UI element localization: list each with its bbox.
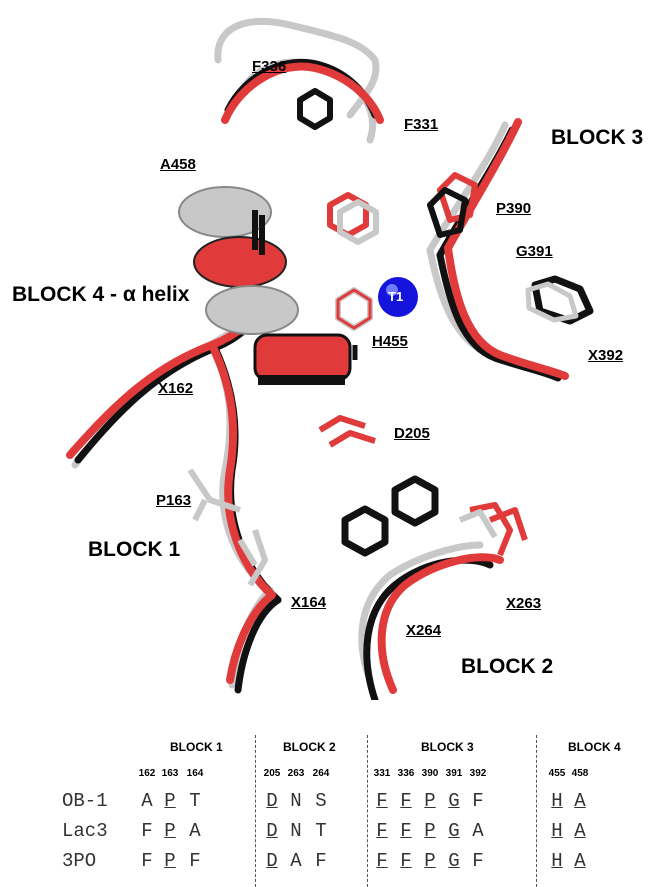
- residue-cell: D: [261, 820, 283, 842]
- residue-cell: F: [136, 850, 158, 872]
- residue-label-a458: A458: [160, 156, 196, 173]
- structure-figure: F336 F331 A458 P390 G391 T1 H455 X392 X1…: [0, 0, 655, 700]
- residue-label-x164: X164: [291, 594, 326, 611]
- sequence-name: OB-1: [62, 790, 108, 812]
- block-separator: [536, 735, 537, 887]
- residue-cell: D: [261, 850, 283, 872]
- block2-label: BLOCK 2: [461, 655, 553, 679]
- residue-cell: F: [395, 850, 417, 872]
- residue-cell: P: [419, 820, 441, 842]
- position-number: 392: [467, 768, 489, 779]
- position-number: 455: [546, 768, 568, 779]
- position-number: 391: [443, 768, 465, 779]
- residue-label-g391: G391: [516, 243, 553, 260]
- residue-cell: A: [569, 790, 591, 812]
- residue-cell: F: [395, 790, 417, 812]
- residue-cell: F: [136, 820, 158, 842]
- position-number: 263: [285, 768, 307, 779]
- t1-label: T1: [388, 289, 403, 304]
- residue-cell: F: [371, 850, 393, 872]
- residue-cell: T: [310, 820, 332, 842]
- residue-cell: G: [443, 820, 465, 842]
- residue-cell: P: [419, 790, 441, 812]
- residue-cell: F: [467, 790, 489, 812]
- residue-cell: A: [285, 850, 307, 872]
- residue-cell: A: [569, 820, 591, 842]
- residue-cell: A: [136, 790, 158, 812]
- position-number: 205: [261, 768, 283, 779]
- residue-cell: N: [285, 820, 307, 842]
- residue-cell: P: [159, 850, 181, 872]
- sequence-name: Lac3: [62, 820, 108, 842]
- residue-cell: H: [546, 820, 568, 842]
- table-block-header: BLOCK 1: [170, 740, 223, 754]
- residue-cell: H: [546, 790, 568, 812]
- sequence-name: 3PO: [62, 850, 96, 872]
- position-number: 331: [371, 768, 393, 779]
- position-number: 336: [395, 768, 417, 779]
- block-separator: [255, 735, 256, 887]
- position-number: 458: [569, 768, 591, 779]
- residue-cell: F: [310, 850, 332, 872]
- block-separator: [367, 735, 368, 887]
- residue-cell: F: [395, 820, 417, 842]
- residue-cell: P: [159, 790, 181, 812]
- residue-cell: T: [184, 790, 206, 812]
- position-number: 163: [159, 768, 181, 779]
- position-number: 162: [136, 768, 158, 779]
- residue-label-f331: F331: [404, 116, 438, 133]
- block4-label: BLOCK 4 - α helix: [12, 283, 189, 307]
- residue-label-x263: X263: [506, 595, 541, 612]
- residue-label-p390: P390: [496, 200, 531, 217]
- residue-cell: D: [261, 790, 283, 812]
- position-number: 390: [419, 768, 441, 779]
- block3-label: BLOCK 3: [551, 126, 643, 150]
- residue-label-d205: D205: [394, 425, 430, 442]
- table-block-header: BLOCK 4: [568, 740, 621, 754]
- residue-cell: F: [371, 790, 393, 812]
- residue-label-h455: H455: [372, 333, 408, 350]
- residue-cell: F: [184, 850, 206, 872]
- position-number: 264: [310, 768, 332, 779]
- residue-cell: F: [371, 820, 393, 842]
- position-number: 164: [184, 768, 206, 779]
- protein-superposition-image: [0, 0, 655, 700]
- table-block-header: BLOCK 3: [421, 740, 474, 754]
- residue-cell: N: [285, 790, 307, 812]
- residue-cell: A: [184, 820, 206, 842]
- residue-cell: P: [419, 850, 441, 872]
- block1-label: BLOCK 1: [88, 538, 180, 562]
- table-block-header: BLOCK 2: [283, 740, 336, 754]
- residue-label-x264: X264: [406, 622, 441, 639]
- residue-cell: A: [569, 850, 591, 872]
- residue-label-x392: X392: [588, 347, 623, 364]
- residue-cell: S: [310, 790, 332, 812]
- residue-label-p163: P163: [156, 492, 191, 509]
- residue-label-x162: X162: [158, 380, 193, 397]
- residue-cell: F: [467, 850, 489, 872]
- residue-cell: G: [443, 790, 465, 812]
- residue-cell: G: [443, 850, 465, 872]
- residue-cell: P: [159, 820, 181, 842]
- residue-cell: A: [467, 820, 489, 842]
- residue-cell: H: [546, 850, 568, 872]
- residue-label-f336: F336: [252, 58, 286, 75]
